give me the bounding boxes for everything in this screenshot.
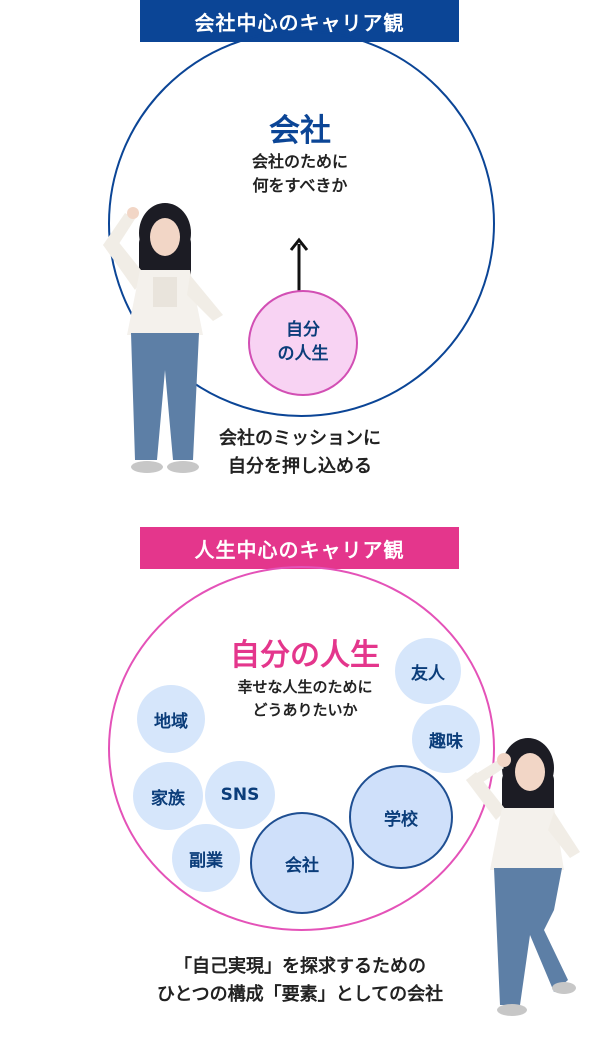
company-centered-circle <box>108 30 495 417</box>
bubble-company: 会社 <box>250 812 354 914</box>
person-photo-1 <box>103 203 223 473</box>
company-subtitle: 会社のために 何をすべきか <box>200 150 400 198</box>
bubble-study: 学校 <box>349 765 453 869</box>
bubble-family-label: 家族 <box>151 788 185 809</box>
person-photo-2 <box>466 738 580 1016</box>
company-title: 会社 <box>269 113 331 149</box>
bubble-friends: 友人 <box>395 638 461 704</box>
self-life-circle <box>248 290 358 396</box>
bubble-company-label: 会社 <box>285 855 319 876</box>
life-subtitle: 幸せな人生のために どうありたいか <box>190 676 420 722</box>
bubble-study-label: 学校 <box>384 809 418 830</box>
bubble-hobby: 趣味 <box>412 705 480 773</box>
life-subtitle-line2: どうありたいか <box>252 701 358 719</box>
bubble-side-job-label: 副業 <box>189 850 223 871</box>
bubble-friends-label: 友人 <box>411 663 445 684</box>
bubble-region: 地域 <box>137 685 205 753</box>
section2-caption-line1: 「自己実現」を探求するための <box>174 956 426 977</box>
life-centered-circle <box>108 566 495 931</box>
section1-caption-line2: 自分を押し込める <box>228 456 372 477</box>
bubble-sns-label: SNS <box>220 785 260 805</box>
life-subtitle-line1: 幸せな人生のために <box>237 678 373 696</box>
self-life-line1: 自分 <box>286 320 320 340</box>
section2-banner: 人生中心のキャリア観 <box>140 527 459 569</box>
section1-caption-line1: 会社のミッションに <box>219 428 381 449</box>
life-title: 自分の人生 <box>230 638 380 673</box>
section2-caption: 「自己実現」を探求するための ひとつの構成「要素」としての会社 <box>100 953 500 1009</box>
self-life-label: 自分 の人生 <box>248 318 358 366</box>
bubble-region-label: 地域 <box>154 711 188 732</box>
company-subtitle-line2: 何をすべきか <box>252 176 348 195</box>
company-subtitle-line1: 会社のために <box>251 152 348 171</box>
bubble-family: 家族 <box>133 762 203 830</box>
bubble-hobby-label: 趣味 <box>429 731 463 752</box>
section2-banner-label: 人生中心のキャリア観 <box>194 537 405 562</box>
bubble-sns: SNS <box>205 761 275 829</box>
bubble-side-job: 副業 <box>172 824 240 892</box>
self-life-line2: の人生 <box>277 344 329 364</box>
section1-caption: 会社のミッションに 自分を押し込める <box>180 425 420 481</box>
section2-caption-line2: ひとつの構成「要素」としての会社 <box>156 984 444 1005</box>
